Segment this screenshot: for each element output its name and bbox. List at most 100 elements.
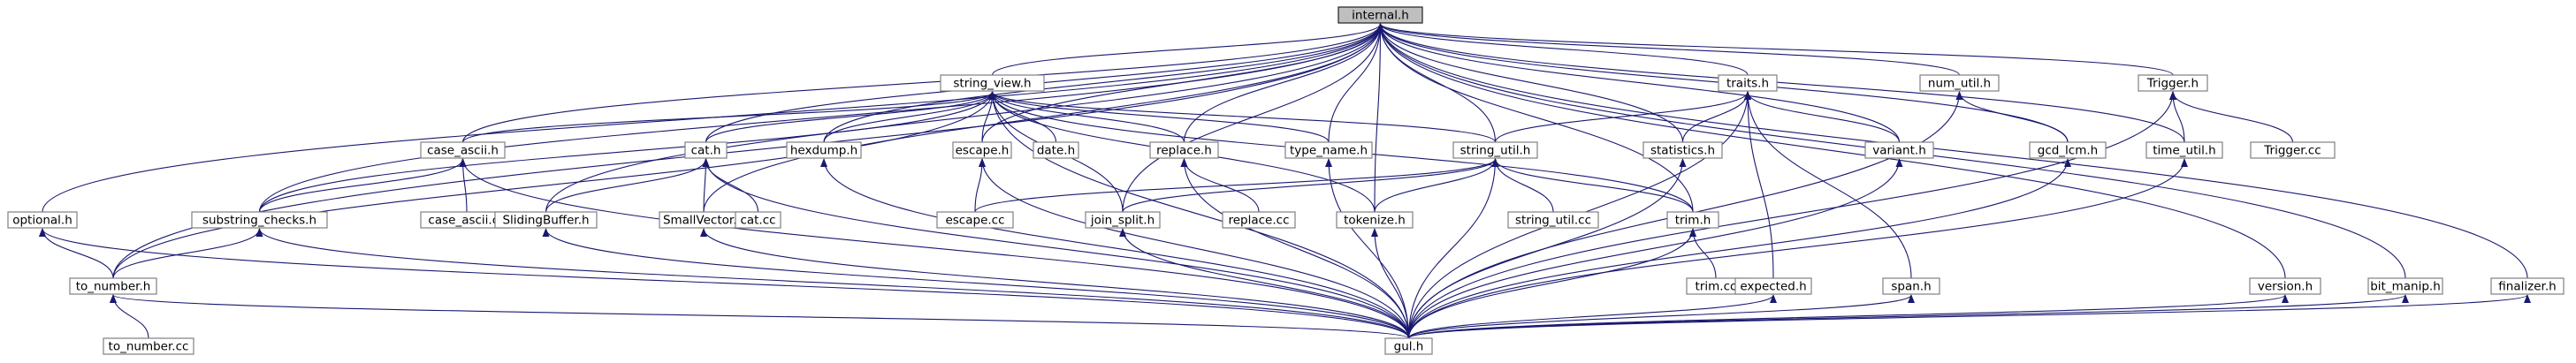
edge-to_number-to-optional	[39, 228, 114, 279]
edge-line	[1376, 23, 1684, 143]
node-statistics[interactable]: statistics.h	[1642, 141, 1723, 159]
edge-gul-to-type_name	[1325, 158, 1410, 339]
edge-line	[1407, 294, 1777, 339]
node-label: substring_checks.h	[202, 214, 316, 228]
node-label: replace.h	[1156, 144, 1212, 158]
edge-substring_checks-to-string_view	[258, 91, 996, 213]
node-box	[1149, 141, 1219, 159]
node-box	[1452, 141, 1538, 159]
edge-gul-to-hexdump	[820, 158, 1410, 339]
node-Trigger-cc[interactable]: Trigger.cc	[2250, 141, 2336, 159]
edge-gul-to-join_split	[1119, 228, 1410, 339]
node-label: string_util.h	[1460, 144, 1531, 158]
edge-to_number_cc-to-to_number	[110, 294, 149, 339]
node-case-ascii-cc[interactable]: case_ascii.cc	[420, 211, 514, 229]
edge-line	[991, 23, 1384, 76]
edge-substring_checks-to-internal	[258, 23, 1384, 213]
edge-Trigger-to-internal	[1376, 23, 2174, 76]
node-escape-cc[interactable]: escape.cc	[936, 211, 1014, 229]
node-bit-manip[interactable]: bit_manip.h	[2367, 277, 2443, 295]
node-variant[interactable]: variant.h	[1864, 141, 1934, 159]
node-join-split[interactable]: join_split.h	[1085, 211, 1161, 229]
edge-line	[459, 158, 468, 213]
node-string-view[interactable]: string_view.h	[940, 74, 1045, 92]
edge-line	[1119, 228, 1410, 339]
edge-line	[1122, 23, 1384, 213]
edge-line	[461, 91, 996, 143]
node-string-util-cc[interactable]: string_util.cc	[1507, 211, 1599, 229]
node-label: string_view.h	[953, 77, 1031, 91]
edge-line	[2169, 91, 2185, 143]
node-label: string_util.cc	[1515, 214, 1591, 228]
node-box	[735, 211, 781, 229]
node-escape[interactable]: escape.h	[952, 141, 1012, 159]
node-box	[936, 211, 1014, 229]
edge-tokenize-to-internal	[1374, 23, 1384, 213]
node-cat[interactable]: cat.h	[684, 141, 728, 159]
edge-line	[1376, 23, 2286, 279]
node-trim[interactable]: trim.h	[1666, 211, 1719, 229]
edge-line	[1376, 23, 1749, 76]
edge-gul-to-case_ascii	[459, 158, 1410, 339]
edge-variant-to-traits	[1744, 91, 1901, 143]
edge-string_util-to-traits	[1494, 91, 1751, 143]
edge-line	[255, 228, 1410, 339]
edge-line	[988, 91, 1330, 143]
node-replace[interactable]: replace.h	[1149, 141, 1219, 159]
edge-line	[1328, 23, 1384, 143]
node-date[interactable]: date.h	[1033, 141, 1079, 159]
node-to-number-cc[interactable]: to_number.cc	[103, 337, 194, 355]
node-replace-cc[interactable]: replace.cc	[1222, 211, 1296, 229]
edge-line	[703, 23, 1384, 213]
node-SmallVector[interactable]: SmallVector.h	[659, 211, 749, 229]
edge-line	[110, 294, 1410, 339]
edge-gul-to-optional	[39, 228, 1410, 339]
edge-gul-to-Trigger	[1407, 91, 2176, 339]
edge-tokenize-to-string_util	[1374, 158, 1499, 213]
edge-trim-to-internal	[1376, 23, 1694, 213]
node-label: replace.cc	[1228, 214, 1289, 228]
node-box	[2138, 74, 2208, 92]
edge-line	[988, 91, 1497, 143]
node-gcd-lcm[interactable]: gcd_lcm.h	[2029, 141, 2107, 159]
node-finalizer[interactable]: finalizer.h	[2490, 277, 2565, 295]
node-label: statistics.h	[1650, 144, 1715, 158]
edge-join_split-to-internal	[1122, 23, 1384, 213]
node-string-util[interactable]: string_util.h	[1452, 141, 1538, 159]
node-version[interactable]: version.h	[2249, 277, 2321, 295]
node-traits[interactable]: traits.h	[1718, 74, 1778, 92]
node-cat-cc[interactable]: cat.cc	[735, 211, 781, 229]
edge-gul-to-variant	[1407, 158, 1903, 339]
node-optional[interactable]: optional.h	[7, 211, 78, 229]
node-SlidingBuffer[interactable]: SlidingBuffer.h	[494, 211, 598, 229]
node-substring-checks[interactable]: substring_checks.h	[191, 211, 328, 229]
node-span[interactable]: span.h	[1882, 277, 1940, 295]
node-Trigger[interactable]: Trigger.h	[2138, 74, 2208, 92]
node-internal[interactable]: internal.h	[1338, 6, 1423, 24]
edge-line	[823, 23, 1384, 143]
node-gul[interactable]: gul.h	[1384, 337, 1433, 355]
edge-line	[1376, 23, 2174, 76]
edge-type_name-to-internal	[1328, 23, 1384, 143]
edge-cat-to-string_view	[705, 91, 996, 143]
node-label: trim.h	[1675, 214, 1711, 228]
edge-line	[988, 91, 1185, 143]
node-box	[1864, 141, 1934, 159]
edge-SlidingBuffer-to-cat	[545, 158, 710, 213]
node-type-name[interactable]: type_name.h	[1284, 141, 1373, 159]
node-case-ascii[interactable]: case_ascii.h	[420, 141, 506, 159]
node-box	[684, 141, 728, 159]
edge-escape_cc-to-string_util	[974, 158, 1499, 213]
node-hexdump[interactable]: hexdump.h	[786, 141, 862, 159]
node-label: date.h	[1037, 144, 1075, 158]
node-time-util[interactable]: time_util.h	[2145, 141, 2223, 159]
node-trim-cc[interactable]: trim.cc	[1686, 277, 1746, 295]
edge-line	[461, 23, 1384, 143]
node-num-util[interactable]: num_util.h	[1919, 74, 2000, 92]
node-box	[1222, 211, 1296, 229]
edge-line	[459, 158, 1410, 339]
node-tokenize[interactable]: tokenize.h	[1336, 211, 1414, 229]
edge-line	[702, 158, 1410, 339]
node-expected[interactable]: expected.h	[1734, 277, 1812, 295]
node-to-number[interactable]: to_number.h	[69, 277, 157, 295]
